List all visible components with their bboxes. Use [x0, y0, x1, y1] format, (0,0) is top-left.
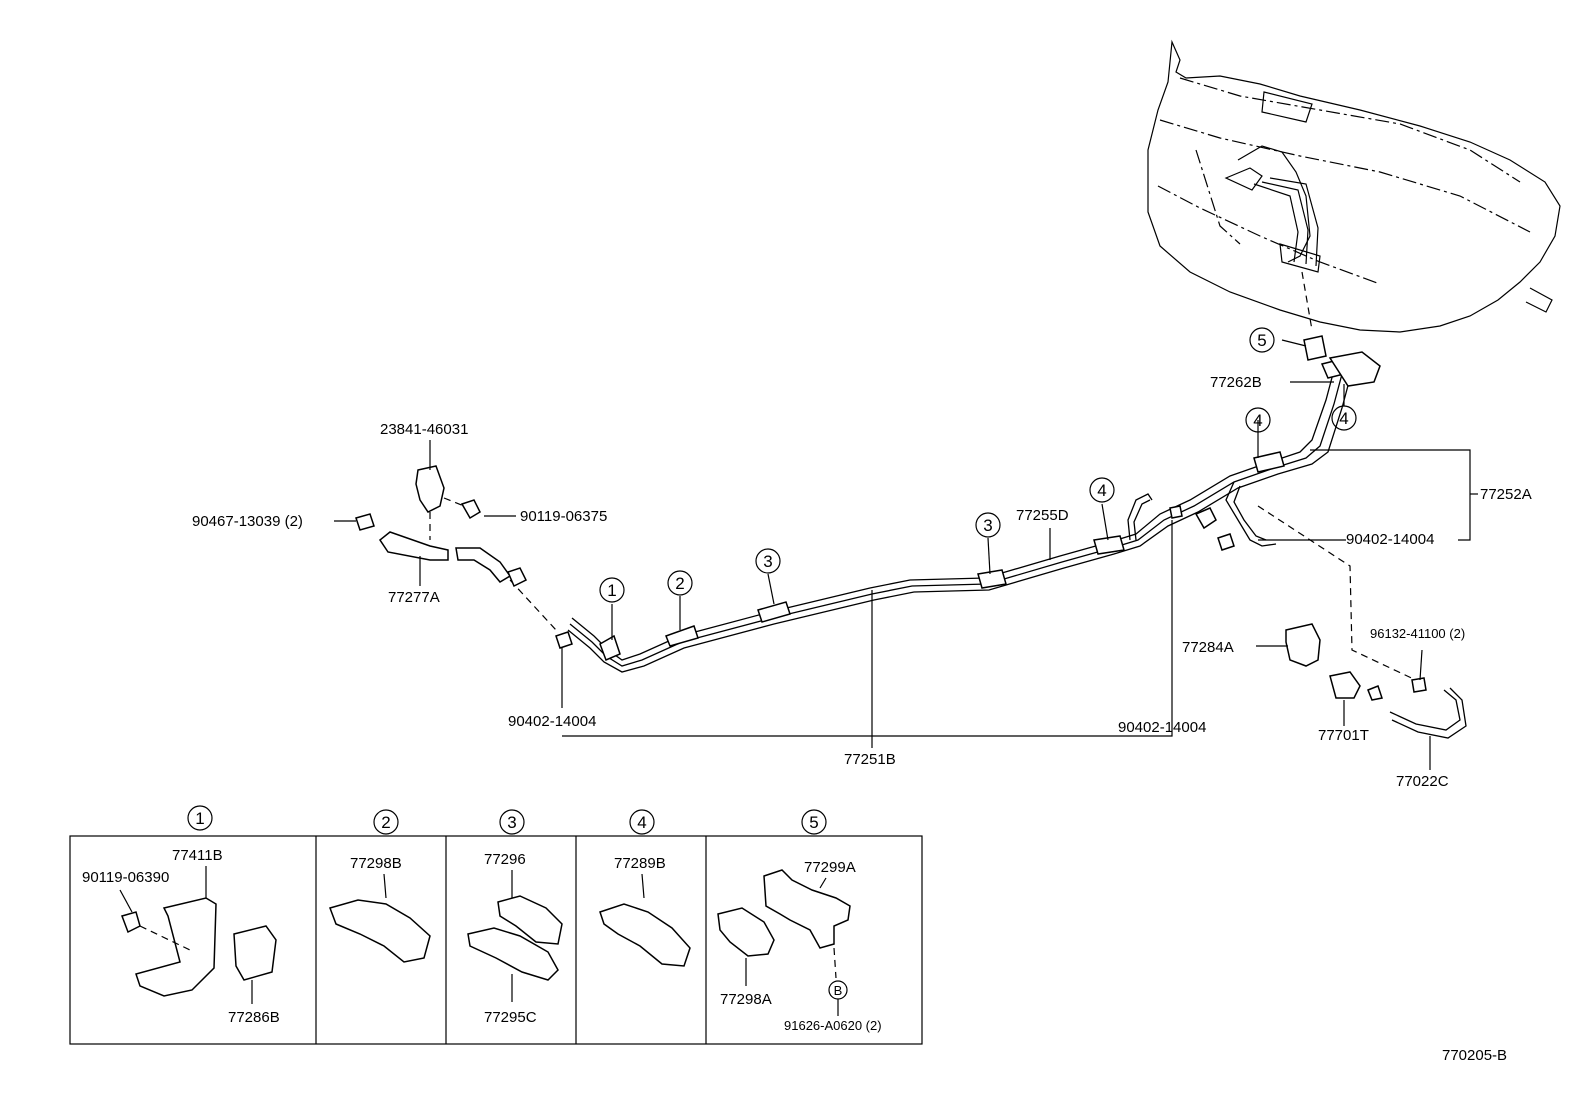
label-77252A: 77252A — [1480, 486, 1532, 503]
label-77298A: 77298A — [720, 991, 772, 1008]
label-77251B: 77251B — [844, 751, 896, 768]
label-77296: 77296 — [484, 851, 526, 868]
svg-text:4: 4 — [1097, 481, 1106, 500]
svg-text:B: B — [834, 983, 843, 998]
svg-text:4: 4 — [637, 813, 646, 832]
svg-text:2: 2 — [675, 574, 684, 593]
callout-3a: 3 — [755, 548, 781, 574]
svg-text:1: 1 — [195, 809, 204, 828]
label-77295C: 77295C — [484, 1009, 537, 1026]
svg-text:3: 3 — [763, 552, 772, 571]
label-77701T: 77701T — [1318, 727, 1369, 744]
svg-text:3: 3 — [507, 813, 516, 832]
label-77284A: 77284A — [1182, 639, 1234, 656]
fuel-pipe-assembly — [509, 335, 1421, 683]
svg-text:2: 2 — [381, 813, 390, 832]
drawing-number: 770205-B — [1442, 1047, 1507, 1064]
callout-1: 1 — [599, 577, 625, 603]
svg-text:4: 4 — [1253, 411, 1262, 430]
label-77289B: 77289B — [614, 855, 666, 872]
callout-4b: 4 — [1245, 407, 1271, 433]
callout-4c: 4 — [1331, 405, 1357, 431]
detail-box-5: 5 77299A 77298A 91626-A0620 (2) B — [717, 809, 882, 1033]
label-90402-14004-left: 90402-14004 — [508, 713, 596, 730]
leader-lines — [334, 339, 1478, 770]
detail-box-1: 1 77411B 90119-06390 77286B — [82, 805, 280, 1026]
callout-3b: 3 — [975, 512, 1001, 538]
svg-text:4: 4 — [1339, 409, 1348, 428]
label-91626-A0620: 91626-A0620 (2) — [784, 1018, 882, 1033]
fuel-tank — [1147, 39, 1561, 333]
label-77262B: 77262B — [1210, 374, 1262, 391]
callout-4a: 4 — [1089, 477, 1115, 503]
label-90467-13039: 90467-13039 (2) — [192, 513, 303, 530]
label-90402-14004-mid: 90402-14004 — [1118, 719, 1206, 736]
label-77299A: 77299A — [804, 859, 856, 876]
svg-text:3: 3 — [983, 516, 992, 535]
label-77277A: 77277A — [388, 589, 440, 606]
svg-text:5: 5 — [809, 813, 818, 832]
detail-panel: 1 77411B 90119-06390 77286B 2 77298B 3 7… — [69, 805, 923, 1045]
callout-5: 5 — [1249, 327, 1275, 353]
label-23841-46031: 23841-46031 — [380, 421, 468, 438]
label-77411B: 77411B — [172, 847, 223, 864]
detail-box-4: 4 77289B — [599, 809, 691, 967]
label-77022C: 77022C — [1396, 773, 1449, 790]
hose-assembly — [355, 465, 528, 588]
part-labels: 23841-46031 90119-06375 90467-13039 (2) … — [192, 374, 1532, 790]
detail-box-2: 2 77298B — [329, 809, 431, 963]
svg-text:1: 1 — [607, 581, 616, 600]
label-77255D: 77255D — [1016, 507, 1069, 524]
label-90402-14004-right: 90402-14004 — [1346, 531, 1434, 548]
label-90119-06390: 90119-06390 — [82, 869, 169, 886]
callouts: 1 2 3 3 4 4 4 5 — [599, 327, 1357, 603]
right-components — [1285, 623, 1467, 739]
detail-box-3: 3 77296 77295C — [467, 809, 563, 1026]
callout-2: 2 — [667, 570, 693, 596]
label-96132-41100: 96132-41100 (2) — [1370, 626, 1465, 641]
marker-b-icon: B — [828, 980, 848, 1000]
label-77298B: 77298B — [350, 855, 402, 872]
label-77286B: 77286B — [228, 1009, 280, 1026]
svg-text:5: 5 — [1257, 331, 1266, 350]
label-90119-06375: 90119-06375 — [520, 508, 607, 525]
